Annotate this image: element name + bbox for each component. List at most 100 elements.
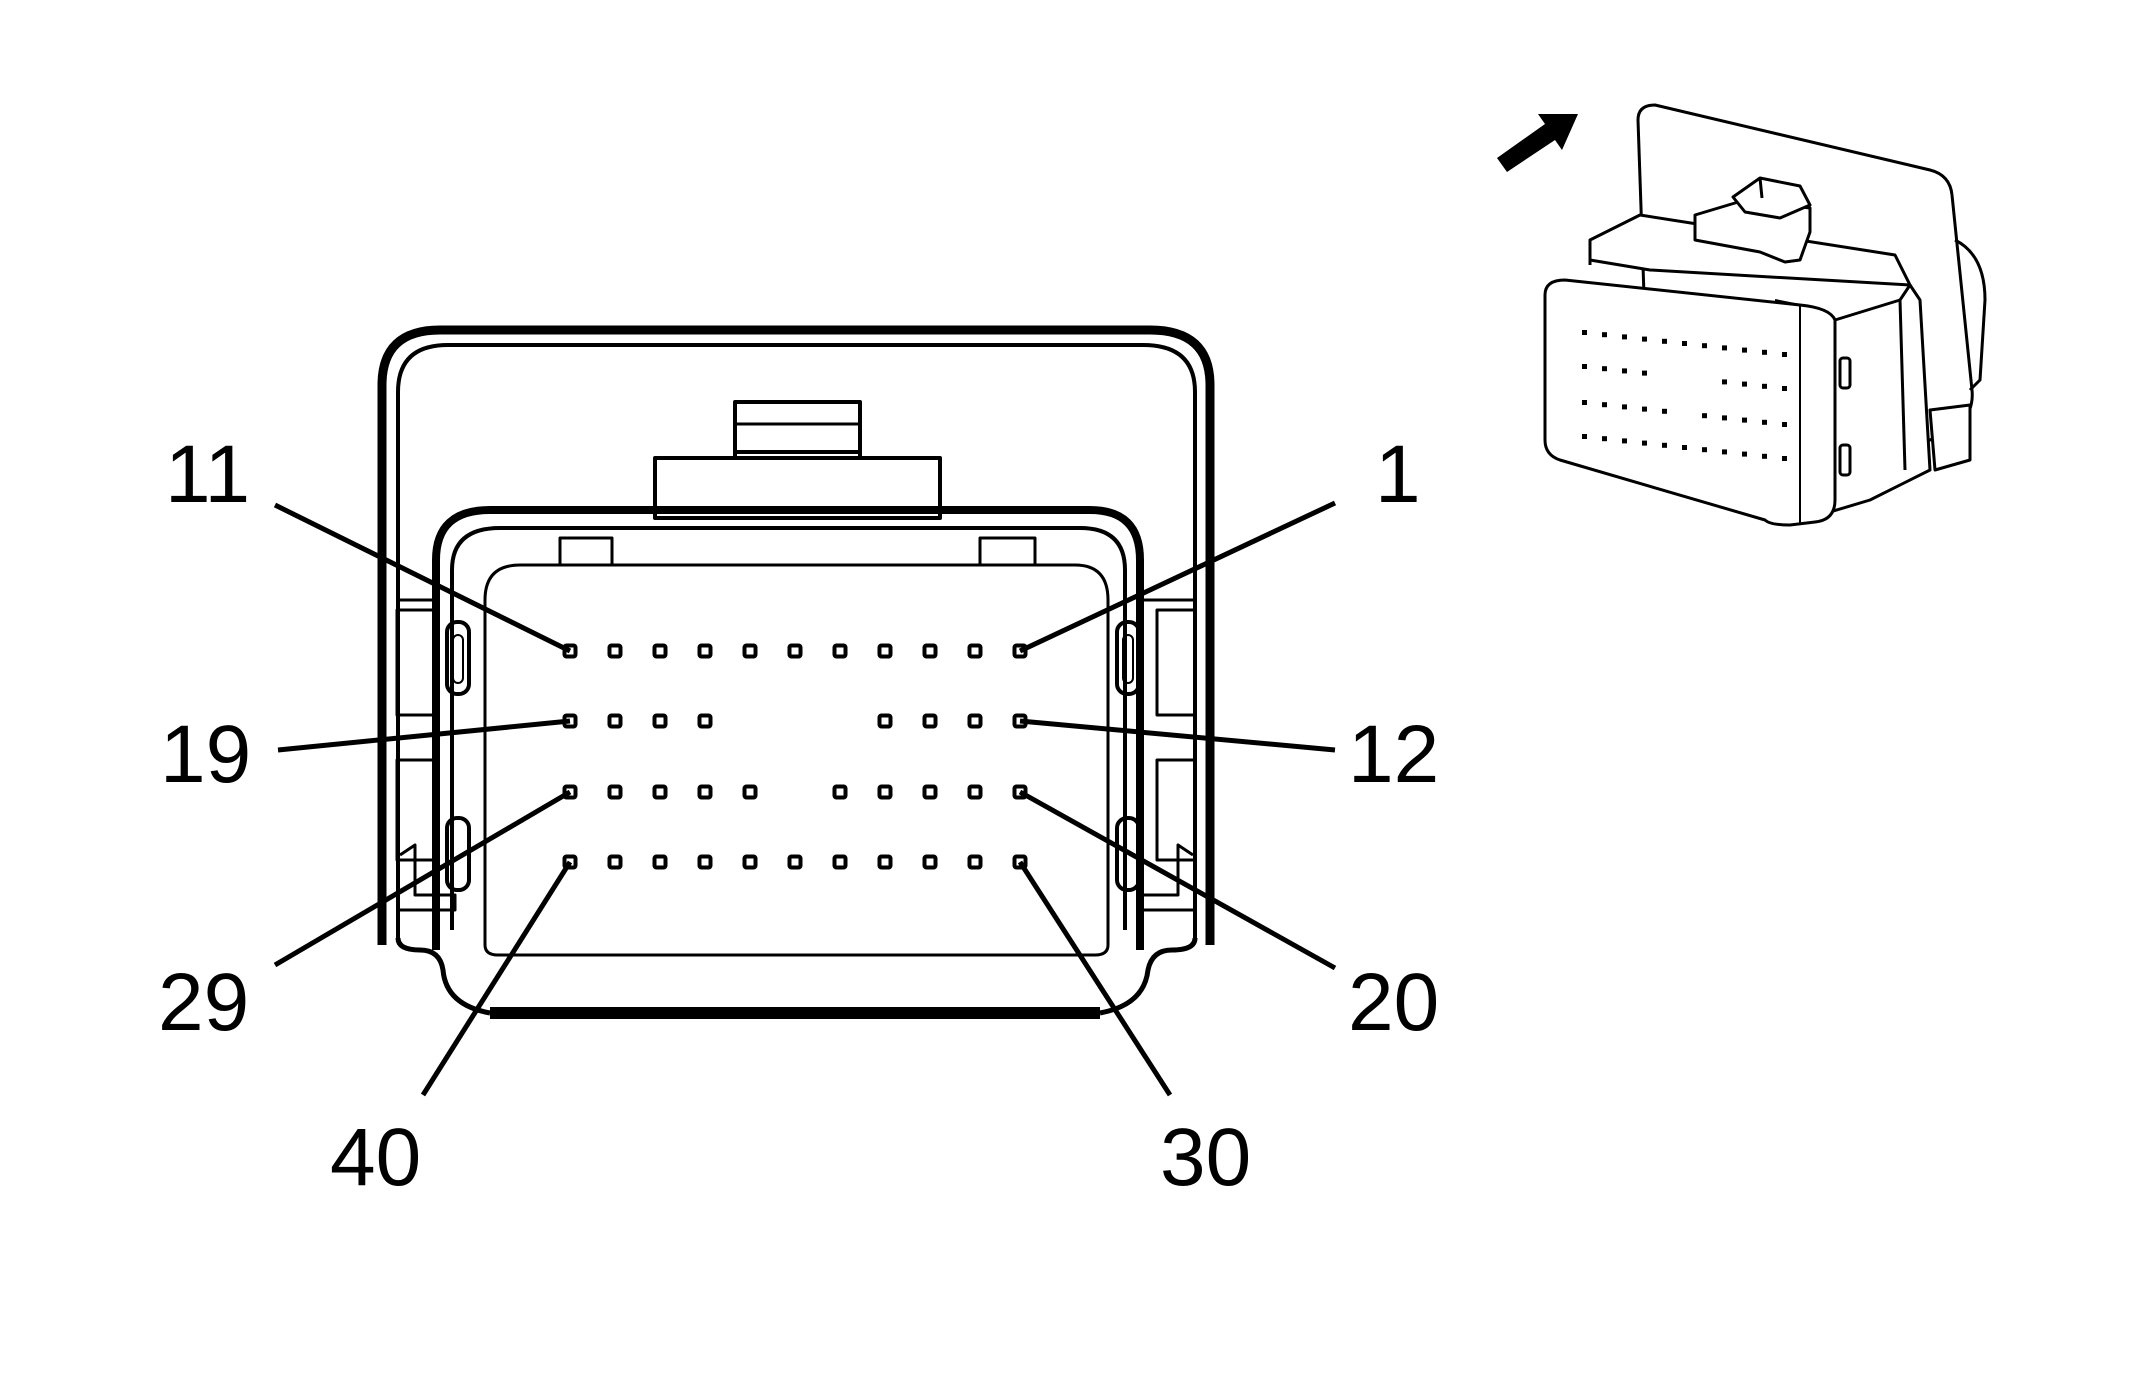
inset-pin-dot <box>1762 383 1767 389</box>
pin-cavity <box>877 643 893 659</box>
inset-pin-dot <box>1622 438 1627 444</box>
side-window-right-top <box>1155 608 1197 717</box>
inset-pin-dot <box>1682 341 1687 346</box>
inset-pin-dot <box>1582 364 1587 369</box>
inset-pin-dot <box>1602 436 1607 442</box>
side-window-right-bottom <box>1155 758 1197 862</box>
pin-cavity <box>607 854 623 870</box>
label-pin-30: 30 <box>1160 1112 1251 1203</box>
leader-40 <box>420 860 573 1097</box>
leader-30 <box>1017 860 1173 1097</box>
inset-pin-dot <box>1762 419 1767 425</box>
leader-19 <box>277 718 571 753</box>
pin-cavity <box>742 643 758 659</box>
side-window-left-top <box>395 608 437 717</box>
pin-cavity <box>922 854 938 870</box>
inset-pin-dot <box>1722 449 1727 455</box>
inset-pin-dot <box>1622 404 1627 410</box>
pin-cavity <box>652 713 668 729</box>
inset-pin-dot <box>1642 440 1647 446</box>
inset-pin-dot <box>1622 368 1627 374</box>
housing-inner <box>396 343 1197 938</box>
leader-1 <box>1018 500 1337 654</box>
label-pin-1: 1 <box>1375 429 1421 520</box>
inset-pin-dot <box>1582 330 1587 335</box>
inset-pin-dot <box>1742 417 1747 423</box>
housing-foot-left <box>395 937 491 1016</box>
label-pin-19: 19 <box>160 709 251 800</box>
pin-cavity <box>832 854 848 870</box>
label-pin-12: 12 <box>1348 709 1439 800</box>
inset-pin-dot <box>1642 336 1647 342</box>
pin-cavity <box>742 854 758 870</box>
pin-cavity <box>652 643 668 659</box>
insert-outer <box>432 506 1144 950</box>
pin-cavity <box>967 643 983 659</box>
inset-pin-dot <box>1602 332 1607 338</box>
inset-pin-dot <box>1722 345 1727 351</box>
inset-pin-dot <box>1642 370 1647 376</box>
inset-pin-dot <box>1582 434 1587 439</box>
inset-pin-dot <box>1782 422 1787 427</box>
inset-pin-dot <box>1682 445 1687 450</box>
inset-pin-dot <box>1642 406 1647 412</box>
inset-pin-dot <box>1622 334 1627 340</box>
pin-cavity <box>787 854 803 870</box>
inset-pin-dot <box>1742 451 1747 457</box>
housing-outer <box>377 325 1215 945</box>
pin-cavity <box>832 643 848 659</box>
leader-12 <box>1019 718 1336 753</box>
inset-pin-dot <box>1702 447 1707 453</box>
label-pin-40: 40 <box>330 1112 421 1203</box>
leader-lines <box>273 500 1337 1097</box>
inset-pin-dot <box>1702 413 1707 419</box>
pin-cavity <box>697 643 713 659</box>
pin-cavity <box>877 713 893 729</box>
inset-pin-dot <box>1762 349 1767 355</box>
leader-20 <box>1018 789 1337 971</box>
inset-pin-dot <box>1702 343 1707 349</box>
leader-29 <box>273 789 572 968</box>
inset-pin-dot <box>1662 442 1667 448</box>
pin-cavity <box>742 784 758 800</box>
inset-pin-dot <box>1782 352 1787 357</box>
inset-pin-dot <box>1782 456 1787 461</box>
inset-pin-dot <box>1662 408 1667 414</box>
clip-right-bottom <box>1115 816 1141 892</box>
inset-pin-dot <box>1722 415 1727 421</box>
housing-foot-right <box>1099 937 1198 1016</box>
inset-pin-dot <box>1782 386 1787 391</box>
leader-11 <box>273 502 572 654</box>
inset-pin-dot <box>1662 338 1667 344</box>
insert-face <box>483 563 1110 957</box>
latch-top <box>733 400 862 454</box>
pin-cavity <box>922 643 938 659</box>
inset-pin-dot <box>1722 379 1727 385</box>
pin-cavity <box>922 713 938 729</box>
latch-base <box>653 456 942 520</box>
pin-cavity <box>652 854 668 870</box>
inset-pin-dots <box>1582 330 1787 461</box>
connector-face <box>377 325 1215 1019</box>
pin-cavity <box>967 713 983 729</box>
pin-cavity <box>697 784 713 800</box>
pin-cavity <box>607 713 623 729</box>
pin-cavity <box>832 784 848 800</box>
view-direction-arrow-icon <box>1497 114 1578 172</box>
label-pin-11: 11 <box>165 429 250 520</box>
inset-pin-dot <box>1742 347 1747 353</box>
inset-pin-dot <box>1582 400 1587 405</box>
connector-isometric-view <box>1497 103 1987 527</box>
pin-cavity <box>877 854 893 870</box>
pin-grid <box>562 643 1028 870</box>
label-pin-20: 20 <box>1348 957 1439 1048</box>
pin-cavity <box>697 713 713 729</box>
inset-pin-dot <box>1762 453 1767 459</box>
label-pin-29: 29 <box>158 957 249 1048</box>
pin-cavity <box>967 784 983 800</box>
pin-cavity <box>877 784 893 800</box>
clip-left-top <box>445 620 471 696</box>
inset-pin-dot <box>1742 381 1747 387</box>
pin-cavity <box>697 854 713 870</box>
